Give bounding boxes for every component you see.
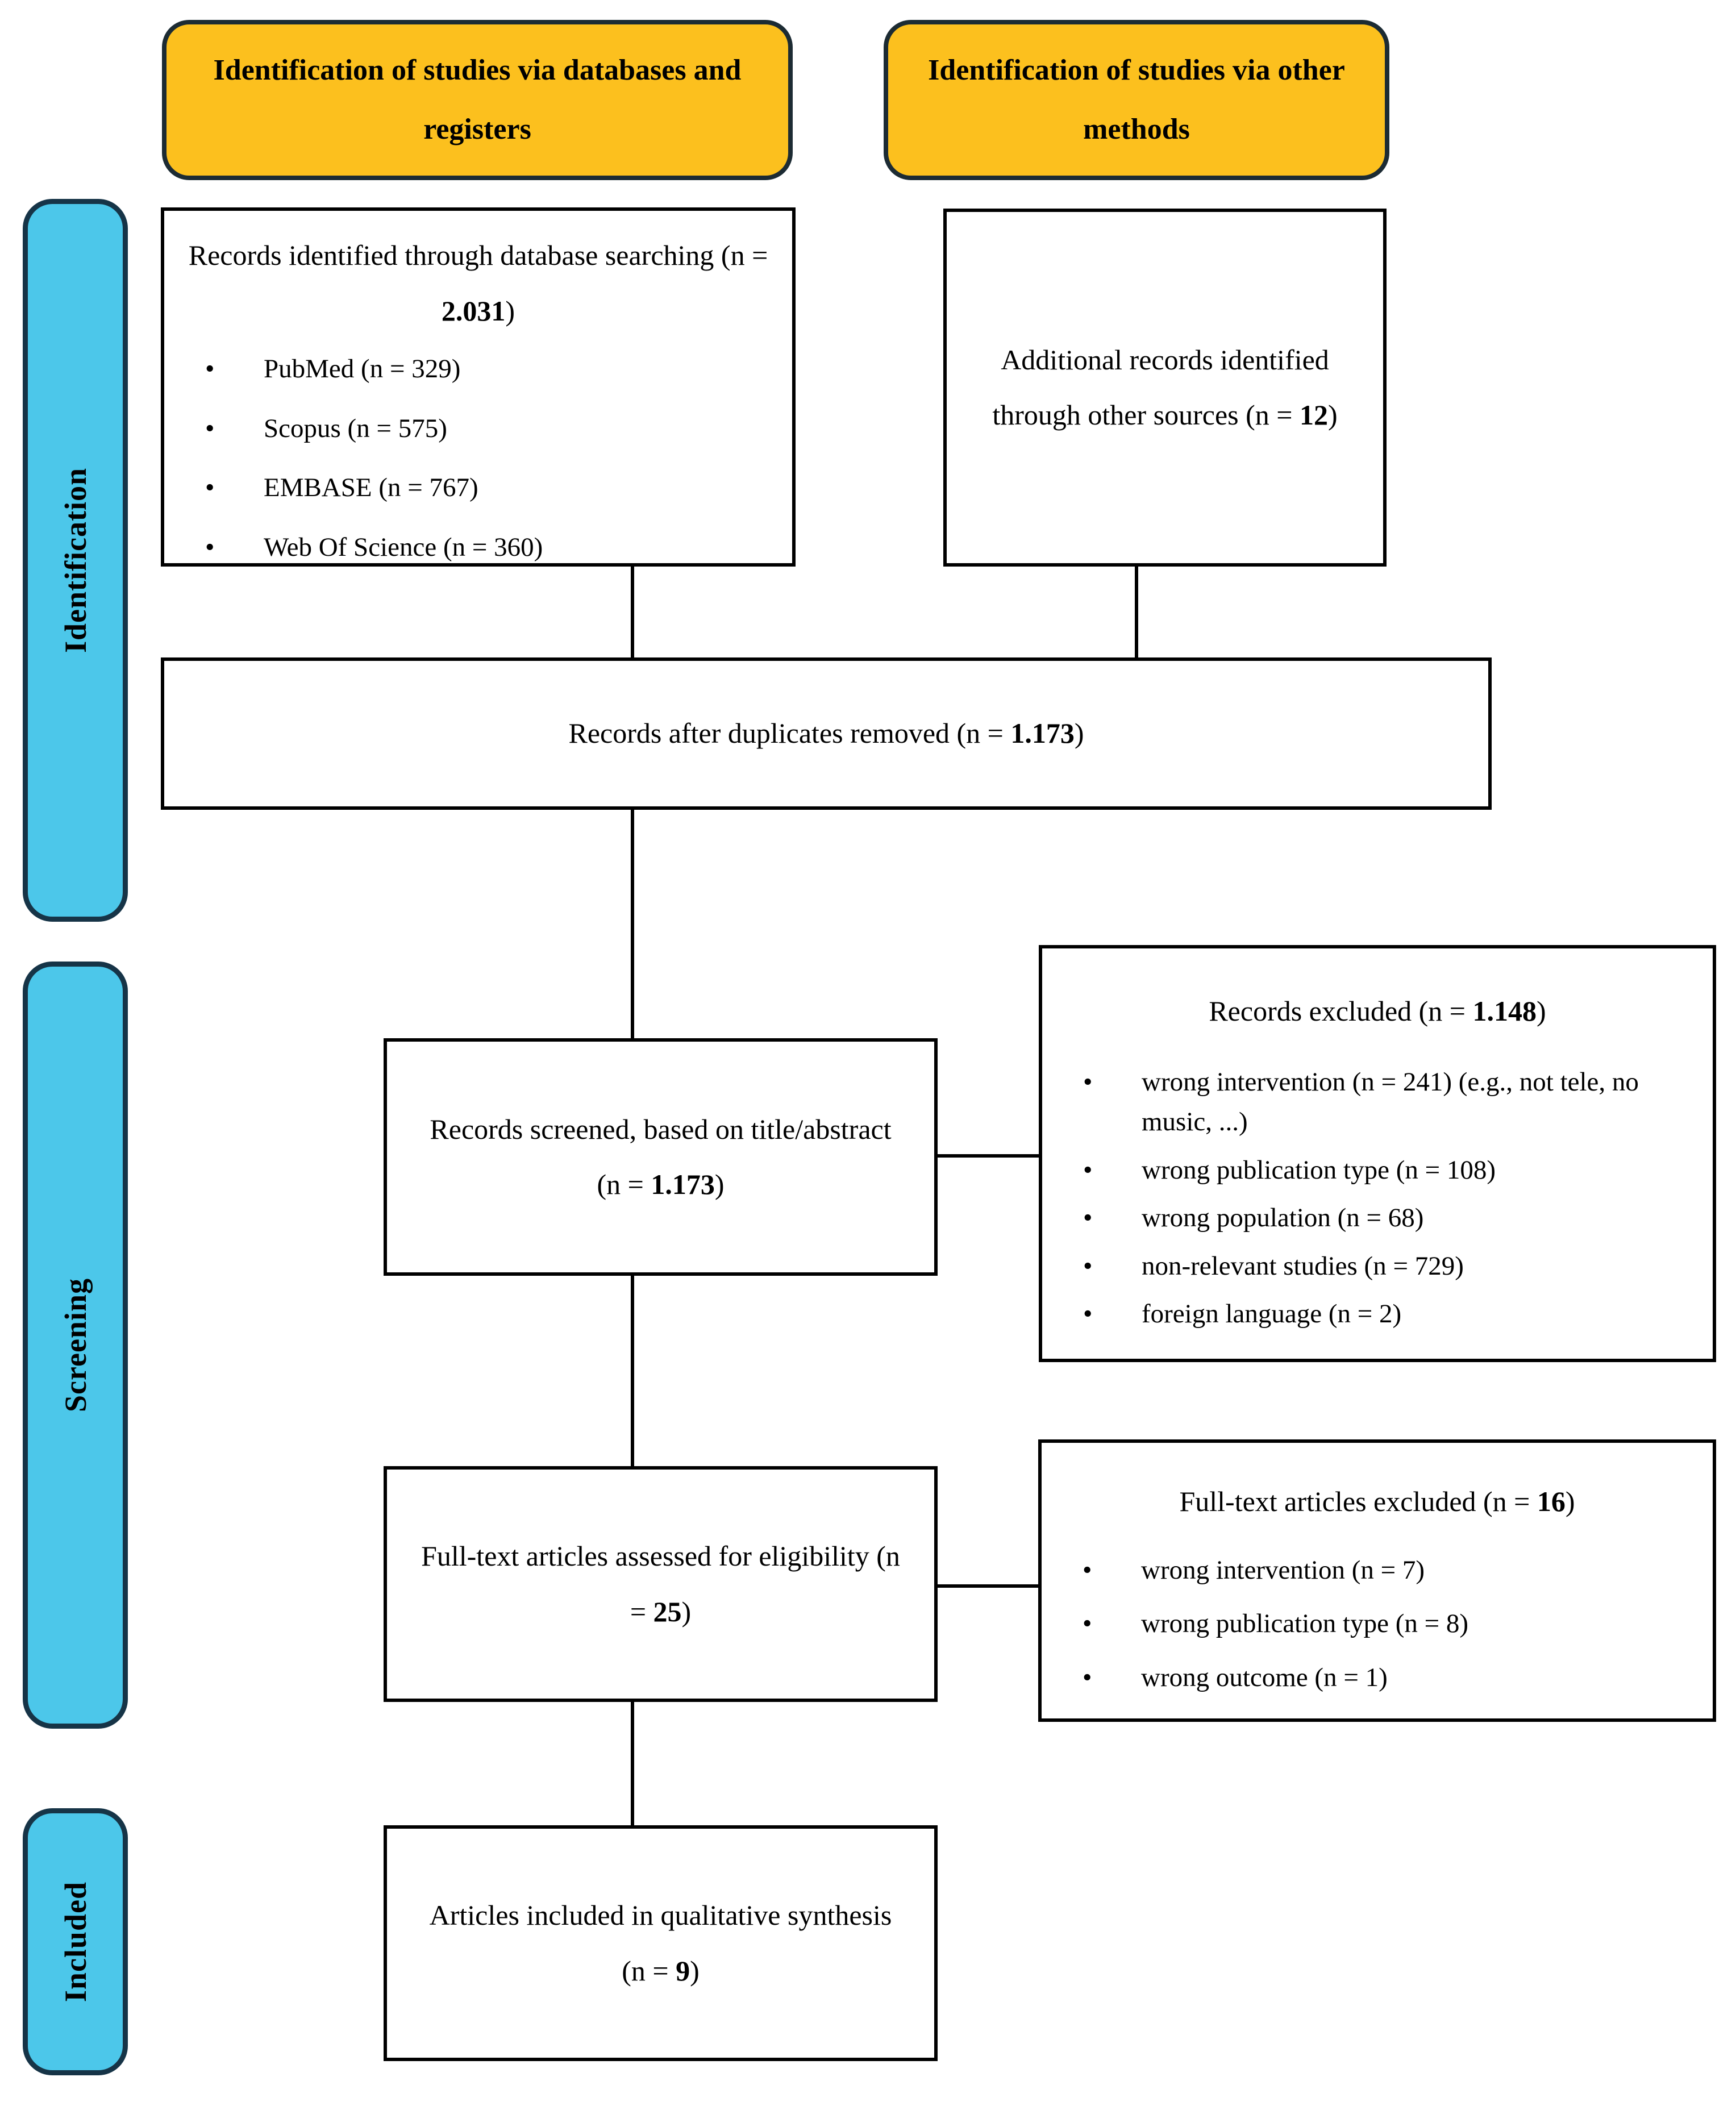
- fulltext-excluded-reasons: wrong intervention (n = 7) wrong publica…: [1042, 1550, 1713, 1698]
- list-item: wrong intervention (n = 7): [1042, 1550, 1713, 1591]
- records-excluded-count: 1.148: [1472, 995, 1537, 1027]
- connector-fulltext-to-included: [631, 1701, 634, 1827]
- stage-included-label: Included: [58, 1881, 93, 2003]
- box-duplicates-removed: Records after duplicates removed (n = 1.…: [161, 657, 1492, 810]
- records-identified-title: Records identified through database sear…: [188, 239, 768, 327]
- records-screened-title: Records screened, based on title/abstrac…: [430, 1113, 892, 1201]
- box-articles-included: Articles included in qualitative synthes…: [384, 1825, 938, 2061]
- list-item: wrong population (n = 68): [1042, 1198, 1713, 1238]
- connector-additional-to-dedup: [1135, 567, 1138, 659]
- list-item: PubMed (n = 329): [164, 349, 792, 389]
- header-databases-registers-label: Identification of studies via databases …: [213, 54, 742, 145]
- connector-screened-to-excluded: [936, 1154, 1040, 1158]
- list-item: EMBASE (n = 767): [164, 468, 792, 508]
- list-item: wrong outcome (n = 1): [1042, 1658, 1713, 1698]
- stage-identification: Identification: [23, 199, 128, 922]
- additional-records-title: Additional records identified through ot…: [992, 343, 1338, 431]
- list-item: Scopus (n = 575): [164, 409, 792, 449]
- records-identified-sources: PubMed (n = 329) Scopus (n = 575) EMBASE…: [164, 349, 792, 567]
- articles-included-title: Articles included in qualitative synthes…: [429, 1899, 892, 1987]
- box-records-identified: Records identified through database sear…: [161, 207, 796, 567]
- fulltext-excluded-title: Full-text articles excluded (n = 16): [1179, 1485, 1575, 1517]
- list-item: wrong publication type (n = 8): [1042, 1604, 1713, 1644]
- additional-records-count: 12: [1299, 399, 1328, 431]
- records-excluded-reasons: wrong intervention (n = 241) (e.g., not …: [1042, 1062, 1713, 1334]
- header-other-methods: Identification of studies via other meth…: [884, 20, 1389, 180]
- stage-screening: Screening: [23, 962, 128, 1729]
- connector-identified-to-dedup: [631, 565, 634, 659]
- list-item: Web Of Science (n = 360): [164, 527, 792, 568]
- header-databases-registers: Identification of studies via databases …: [162, 20, 793, 180]
- list-item: foreign language (n = 2): [1042, 1294, 1713, 1334]
- fulltext-assessed-title: Full-text articles assessed for eligibil…: [421, 1540, 900, 1628]
- box-records-screened: Records screened, based on title/abstrac…: [384, 1038, 938, 1276]
- connector-fulltext-to-ftexcluded: [936, 1584, 1039, 1588]
- box-records-excluded: Records excluded (n = 1.148) wrong inter…: [1039, 945, 1716, 1362]
- header-other-methods-label: Identification of studies via other meth…: [928, 54, 1345, 145]
- stage-included: Included: [23, 1808, 128, 2075]
- fulltext-assessed-count: 25: [653, 1595, 682, 1628]
- duplicates-removed-title: Records after duplicates removed (n = 1.…: [568, 717, 1084, 750]
- stage-identification-label: Identification: [58, 467, 93, 653]
- list-item: wrong intervention (n = 241) (e.g., not …: [1042, 1062, 1713, 1142]
- articles-included-count: 9: [676, 1954, 690, 1987]
- box-additional-records: Additional records identified through ot…: [943, 209, 1387, 567]
- list-item: wrong publication type (n = 108): [1042, 1150, 1713, 1191]
- connector-screened-to-fulltext: [631, 1275, 634, 1468]
- list-item: non-relevant studies (n = 729): [1042, 1246, 1713, 1287]
- box-fulltext-assessed: Full-text articles assessed for eligibil…: [384, 1466, 938, 1702]
- stage-screening-label: Screening: [58, 1278, 93, 1412]
- fulltext-excluded-count: 16: [1537, 1485, 1566, 1517]
- records-screened-count: 1.173: [651, 1168, 715, 1200]
- box-fulltext-excluded: Full-text articles excluded (n = 16) wro…: [1038, 1439, 1716, 1722]
- records-excluded-title: Records excluded (n = 1.148): [1209, 995, 1546, 1027]
- duplicates-removed-count: 1.173: [1010, 717, 1075, 750]
- connector-dedup-to-screened: [631, 809, 634, 1039]
- records-identified-count: 2.031: [441, 294, 506, 327]
